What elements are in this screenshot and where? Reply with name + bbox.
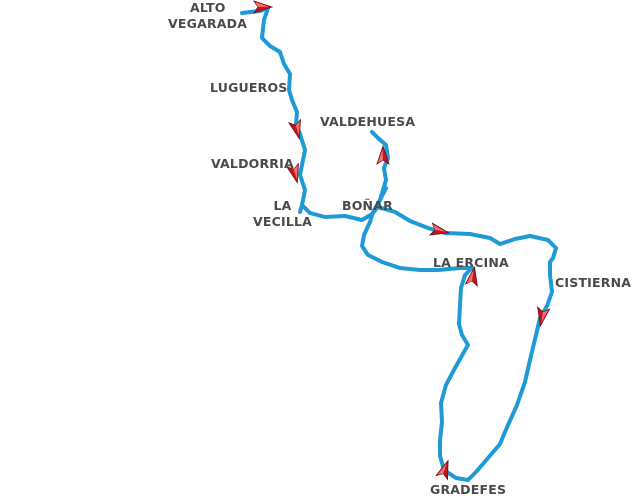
place-label-la-vecilla: LA VECILLA xyxy=(253,198,313,229)
place-label-lugueros: LUGUEROS xyxy=(210,80,288,95)
direction-arrow-icon xyxy=(428,222,451,236)
place-label-bonar: BOÑAR xyxy=(342,198,393,213)
direction-arrow-icon xyxy=(376,144,390,165)
direction-arrow-icon xyxy=(537,306,551,328)
place-label-valdehuesa: VALDEHUESA xyxy=(320,114,416,129)
place-label-gradefes: GRADEFES xyxy=(430,482,507,496)
place-label-la-ercina: LA ERCINA xyxy=(433,255,509,270)
route-spur xyxy=(298,186,388,214)
direction-arrow-icon xyxy=(253,0,274,14)
direction-arrow-icon xyxy=(435,459,449,481)
place-label-alto-vegarada: ALTO VEGARADA xyxy=(168,0,248,31)
direction-arrow-icon xyxy=(287,118,301,140)
direction-arrow-icon xyxy=(464,265,478,287)
place-label-valdorria: VALDORRIA xyxy=(211,156,294,171)
direction-arrow-icon xyxy=(285,162,299,184)
route-main xyxy=(240,6,558,482)
place-label-cistierna: CISTIERNA xyxy=(555,275,632,290)
